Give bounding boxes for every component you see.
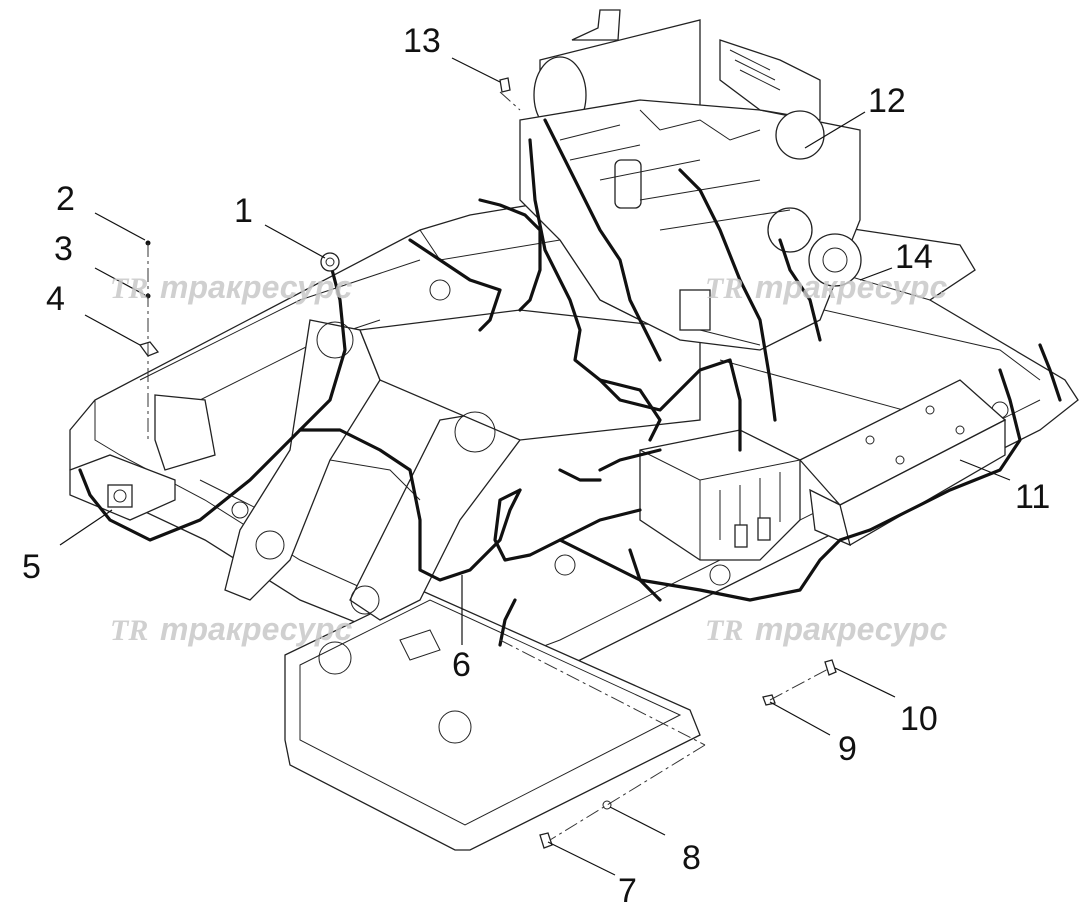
callout-7: 7 xyxy=(618,872,637,910)
callout-8: 8 xyxy=(682,839,701,877)
callout-13: 13 xyxy=(403,22,441,60)
watermarks: TR тракресурс TR тракресурс TR тракресур… xyxy=(110,269,947,647)
watermark-1: TR тракресурс xyxy=(110,269,352,305)
battery-box xyxy=(798,379,1007,547)
svg-text:TR: TR xyxy=(110,614,148,647)
callout-6: 6 xyxy=(452,646,471,684)
counterweight-plate xyxy=(284,589,701,851)
callout-10: 10 xyxy=(900,700,938,738)
svg-text:тракресурс: тракресурс xyxy=(160,269,352,305)
small-parts xyxy=(138,77,837,849)
control-valve xyxy=(639,429,801,561)
boom-foot xyxy=(224,309,701,621)
assembly-lines xyxy=(147,91,831,841)
svg-text:TR: TR xyxy=(110,272,148,305)
callout-labels: 1 2 3 4 5 6 7 8 9 10 11 12 13 14 xyxy=(22,22,1050,910)
watermark-2: TR тракресурс xyxy=(705,269,947,305)
callout-3: 3 xyxy=(54,230,73,268)
callout-1: 1 xyxy=(234,192,253,230)
svg-text:TR: TR xyxy=(705,614,743,647)
wiring-harness xyxy=(78,118,1062,647)
callout-5: 5 xyxy=(22,548,41,586)
engine xyxy=(519,9,862,351)
svg-text:TR: TR xyxy=(705,272,743,305)
svg-text:тракресурс: тракресурс xyxy=(755,269,947,305)
callout-9: 9 xyxy=(838,730,857,768)
leader-lines xyxy=(59,57,1011,876)
callout-2: 2 xyxy=(56,180,75,218)
watermark-3: TR тракресурс xyxy=(110,611,352,647)
callout-14: 14 xyxy=(895,238,933,276)
svg-text:тракресурс: тракресурс xyxy=(755,611,947,647)
callout-4: 4 xyxy=(46,280,65,318)
callout-12: 12 xyxy=(868,82,906,120)
watermark-4: TR тракресурс xyxy=(705,611,947,647)
callout-11: 11 xyxy=(1015,478,1050,516)
svg-text:тракресурс: тракресурс xyxy=(160,611,352,647)
